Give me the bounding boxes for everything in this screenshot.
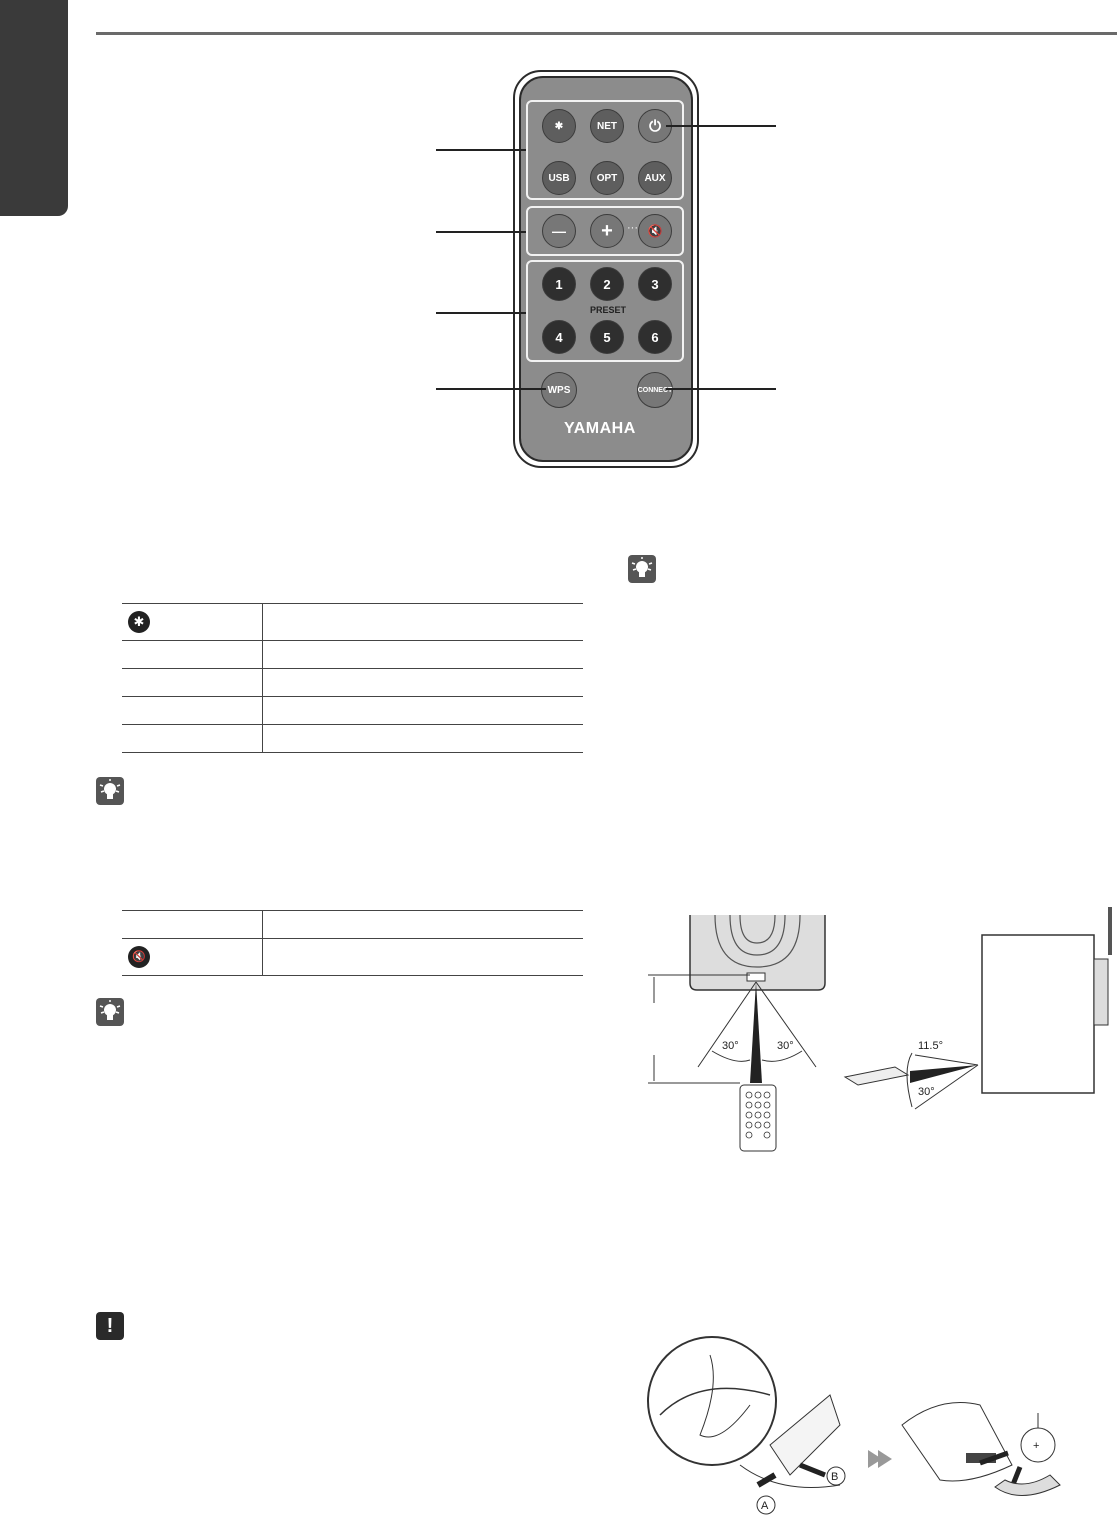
bluetooth-button[interactable]: ✱ (542, 109, 576, 143)
preset-3-button[interactable]: 3 (638, 267, 672, 301)
hint-icon-3 (96, 998, 124, 1026)
input-table: ✱ (122, 603, 583, 753)
table-row: ✱ (122, 603, 583, 641)
preset-2-button[interactable]: 2 (590, 267, 624, 301)
preset-1-button[interactable]: 1 (542, 267, 576, 301)
table-row (122, 910, 583, 939)
yamaha-logo: YAMAHA (564, 420, 636, 437)
speaker-side-view (981, 907, 1112, 1094)
volume-dots: ··· (627, 222, 638, 234)
battery-replacement-diagram: B A + (647, 1336, 1061, 1515)
callout-line-connect (666, 388, 776, 390)
net-button[interactable]: NET (590, 109, 624, 143)
volume-up-button[interactable]: + (590, 214, 624, 248)
header-rule (96, 32, 1117, 35)
wps-button[interactable]: WPS (541, 372, 577, 408)
aux-button[interactable]: AUX (638, 161, 672, 195)
angle-right-label: 30° (777, 1040, 794, 1052)
input-buttons-group (526, 100, 684, 200)
callout-line-volume (436, 231, 526, 233)
table-row (122, 668, 583, 697)
warning-icon: ! (96, 1312, 124, 1340)
volume-down-button[interactable]: — (542, 214, 576, 248)
angle-up-label: 11.5° (918, 1040, 943, 1052)
volume-buttons-group (526, 206, 684, 256)
table-row (122, 696, 583, 725)
remote-control-illustration: ✱ NET ⏻ USB OPT AUX — + ··· 🔇 1 2 3 PRES… (430, 70, 790, 470)
remote-small-side (843, 1066, 910, 1086)
preset-label: PRESET (589, 305, 626, 315)
angle-down-label: 30° (918, 1086, 935, 1098)
volume-table: 🔇 (122, 910, 583, 976)
bluetooth-icon: ✱ (128, 611, 150, 633)
hint-icon-1 (628, 555, 656, 583)
callout-line-presets (436, 312, 526, 314)
section-tab (0, 0, 68, 216)
operating-range-diagram: 30° 30° 11.5° 30° (648, 907, 1112, 1152)
hint-icon-2 (96, 777, 124, 805)
angle-left-label: 30° (722, 1040, 739, 1052)
callout-line-wps (436, 388, 546, 390)
table-row (122, 724, 583, 753)
usb-button[interactable]: USB (542, 161, 576, 195)
preset-5-button[interactable]: 5 (590, 320, 624, 354)
svg-text:+: + (1033, 1440, 1039, 1452)
preset-buttons-group (526, 260, 684, 362)
mute-button[interactable]: 🔇 (638, 214, 672, 248)
preset-6-button[interactable]: 6 (638, 320, 672, 354)
table-row: 🔇 (122, 938, 583, 976)
remote-small-front (739, 1084, 777, 1152)
label-a: A (761, 1500, 769, 1512)
preset-4-button[interactable]: 4 (542, 320, 576, 354)
label-b: B (831, 1471, 838, 1483)
opt-button[interactable]: OPT (590, 161, 624, 195)
table-row (122, 640, 583, 669)
connect-button[interactable]: CONNECT (637, 372, 673, 408)
callout-line-inputs (436, 149, 526, 151)
callout-line-power (666, 125, 776, 127)
speaker-front-view (689, 914, 826, 991)
mute-icon: 🔇 (128, 946, 150, 968)
